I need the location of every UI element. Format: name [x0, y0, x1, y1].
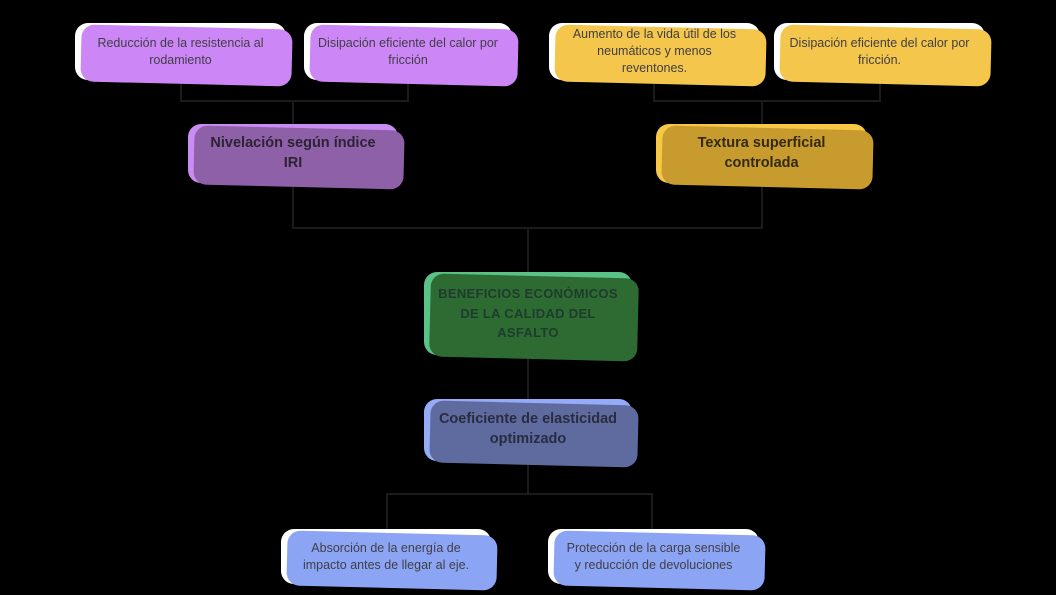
- connector: [292, 183, 294, 229]
- connector: [527, 460, 529, 495]
- connector: [386, 493, 388, 531]
- connector: [653, 100, 881, 102]
- connector: [527, 227, 529, 274]
- node-label: Protección de la carga sensible y reducc…: [566, 540, 741, 572]
- node-disipacion-calor-2[interactable]: Disipación eficiente del calor por fricc…: [774, 23, 985, 80]
- connector: [651, 493, 653, 531]
- node-absorcion-energia[interactable]: Absorción de la energía de impacto antes…: [281, 529, 491, 584]
- node-label: Textura superficial controlada: [697, 134, 826, 171]
- node-proteccion-carga[interactable]: Protección de la carga sensible y reducc…: [548, 529, 759, 584]
- node-label: BENEFICIOS ECONÓMICOS DE LA CALIDAD DEL …: [438, 286, 618, 341]
- node-root-beneficios[interactable]: BENEFICIOS ECONÓMICOS DE LA CALIDAD DEL …: [424, 272, 632, 355]
- connector: [292, 100, 294, 126]
- connector: [527, 354, 529, 401]
- connector: [879, 80, 881, 102]
- node-label: Coeficiente de elasticidad optimizado: [438, 411, 618, 447]
- node-label: Disipación eficiente del calor por fricc…: [318, 35, 498, 67]
- connector: [386, 493, 653, 495]
- node-label: Reducción de la resistencia al rodamient…: [97, 35, 264, 67]
- connector: [407, 80, 409, 102]
- node-reduccion-resistencia[interactable]: Reducción de la resistencia al rodamient…: [75, 23, 286, 80]
- node-aumento-vida-util[interactable]: Aumento de la vida útil de los neumático…: [549, 23, 760, 80]
- connector: [761, 100, 763, 126]
- connector: [180, 100, 409, 102]
- connector: [761, 183, 763, 229]
- node-disipacion-calor-1[interactable]: Disipación eficiente del calor por fricc…: [304, 23, 512, 80]
- node-label: Disipación eficiente del calor por fricc…: [789, 35, 970, 67]
- node-label: Absorción de la energía de impacto antes…: [302, 540, 470, 572]
- node-nivelacion-iri[interactable]: Nivelación según índice IRI: [188, 124, 398, 183]
- node-label: Nivelación según índice IRI: [210, 134, 376, 171]
- node-label: Aumento de la vida útil de los neumático…: [572, 27, 737, 75]
- node-coeficiente-elasticidad[interactable]: Coeficiente de elasticidad optimizado: [424, 399, 632, 461]
- node-textura-superficial[interactable]: Textura superficial controlada: [656, 124, 867, 183]
- connector: [180, 80, 182, 102]
- connector: [653, 80, 655, 102]
